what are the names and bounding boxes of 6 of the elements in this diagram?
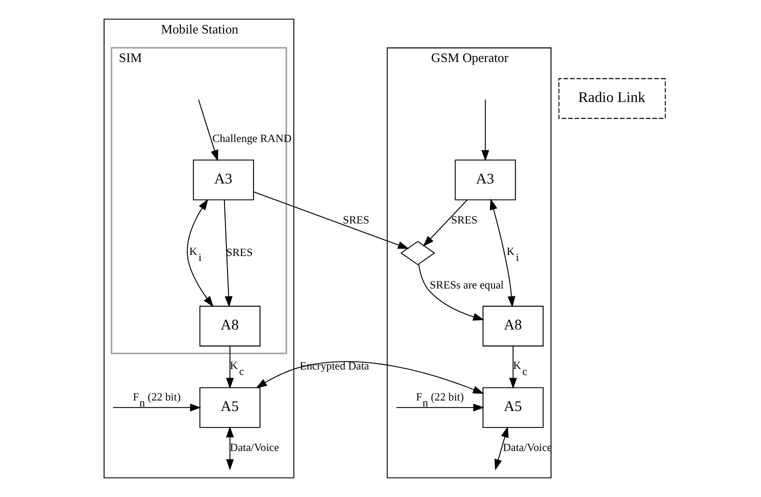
- edge-label: Challenge RAND: [212, 133, 292, 146]
- edge-label: SRESs are equal: [429, 279, 504, 292]
- edge-label: Encrypted Data: [299, 360, 369, 373]
- edge-label: SRES: [226, 246, 252, 259]
- edge-label: SRES: [450, 214, 478, 227]
- edge-label: SRES: [342, 214, 369, 227]
